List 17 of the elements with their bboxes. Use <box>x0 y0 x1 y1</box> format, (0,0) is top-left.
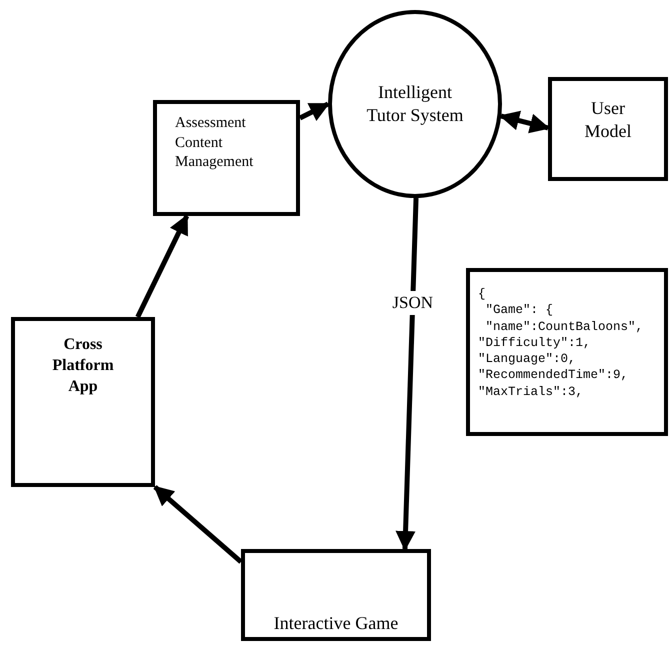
node-label: Assessment Content Management <box>175 114 254 172</box>
arrow <box>499 110 550 134</box>
process-box <box>11 317 155 487</box>
node-label: Cross Platform App <box>51 335 115 397</box>
arrow <box>153 485 243 564</box>
code-box <box>466 268 668 436</box>
arrow <box>298 102 330 121</box>
process-box <box>548 77 668 181</box>
arrow <box>396 198 419 551</box>
code-text: { "Game": { "name":CountBaloons", "Difficulty":1, "Language":0, "RecommendedTime":9, "MaxTrials":3, <box>478 286 644 400</box>
arrow <box>135 214 190 318</box>
node-label: User Model <box>584 97 632 144</box>
node-label: Interactive Game <box>272 612 400 635</box>
process-box <box>153 100 300 216</box>
edge-label: JSON <box>390 291 436 316</box>
node-label: Intelligent Tutor System <box>366 80 464 127</box>
process-box <box>241 549 431 641</box>
